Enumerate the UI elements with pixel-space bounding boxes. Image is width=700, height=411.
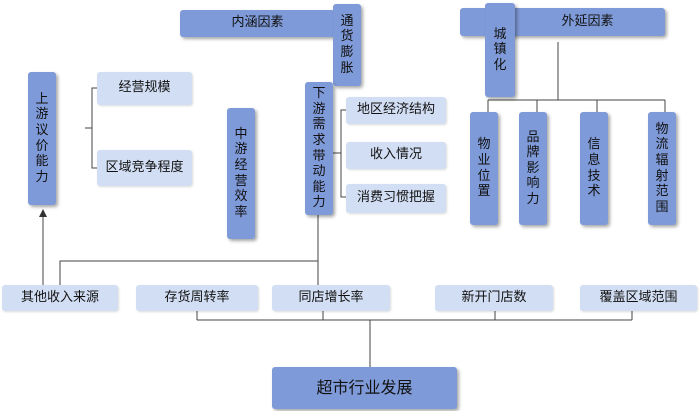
new-stores-label: 新开门店数	[461, 289, 527, 305]
other-income-label: 其他收入来源	[20, 289, 99, 305]
regional-economy-box: 地区经济结构	[346, 97, 446, 124]
other-income-box: 其他收入来源	[2, 285, 118, 311]
same-store-growth-label: 同店增长率	[298, 289, 364, 305]
regional-competition-label: 区域竞争程度	[105, 159, 184, 175]
coverage-box: 覆盖区域范围	[580, 285, 697, 311]
brand-label: 品牌影响力	[526, 129, 541, 207]
inflation-box: 通货膨胀	[333, 4, 361, 86]
income-box: 收入情况	[346, 142, 446, 169]
outer-factors-label: 外延因素	[561, 13, 614, 29]
inventory-turnover-label: 存货周转率	[164, 289, 230, 305]
location-box: 物业位置	[470, 112, 498, 225]
income-label: 收入情况	[369, 147, 422, 163]
new-stores-box: 新开门店数	[435, 285, 553, 311]
business-scale-label: 经营规模	[118, 80, 171, 96]
location-label: 物业位置	[477, 137, 492, 200]
info-tech-label: 信息技术	[587, 137, 602, 200]
logistics-label: 物流辐射范围	[655, 121, 670, 215]
consumption-habits-box: 消费习惯把握	[346, 184, 446, 213]
inner-factors-label: 内涵因素	[231, 15, 284, 31]
upstream-box: 上游议价能力	[28, 72, 56, 205]
info-tech-box: 信息技术	[580, 112, 608, 225]
consumption-habits-label: 消费习惯把握	[356, 190, 435, 206]
root-box: 超市行业发展	[272, 367, 457, 409]
coverage-label: 覆盖区域范围	[599, 289, 678, 305]
business-scale-box: 经营规模	[97, 72, 192, 105]
metric-top-line	[59, 260, 318, 285]
brand-box: 品牌影响力	[519, 112, 547, 225]
inventory-turnover-box: 存货周转率	[136, 285, 258, 311]
inflation-label: 通货膨胀	[340, 13, 355, 76]
downstream-label: 下游需求带动能力	[312, 86, 327, 211]
regional-economy-label: 地区经济结构	[356, 102, 435, 118]
urbanization-box: 城镇化	[485, 3, 515, 97]
inner-factors-box: 内涵因素	[180, 10, 335, 37]
regional-competition-box: 区域竞争程度	[97, 150, 192, 186]
same-store-growth-box: 同店增长率	[272, 285, 390, 311]
logistics-box: 物流辐射范围	[648, 112, 676, 225]
midstream-box: 中游经营效率	[227, 108, 255, 239]
upstream-label: 上游议价能力	[35, 91, 50, 185]
urbanization-label: 城镇化	[493, 26, 508, 73]
downstream-box: 下游需求带动能力	[305, 82, 333, 215]
midstream-label: 中游经营效率	[234, 126, 249, 220]
root-label: 超市行业发展	[316, 377, 413, 397]
